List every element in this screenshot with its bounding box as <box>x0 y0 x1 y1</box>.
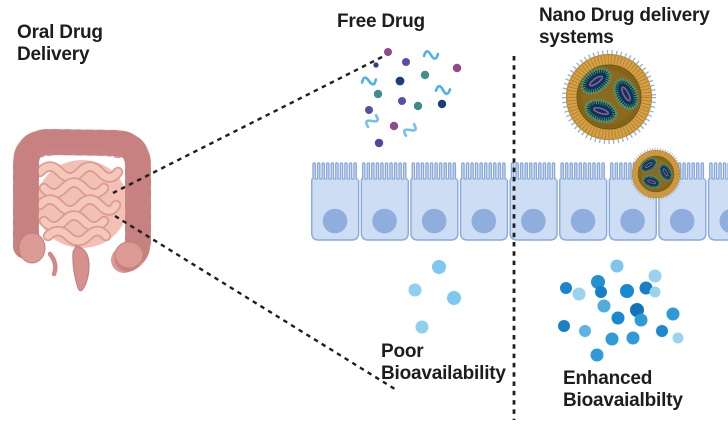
nanoparticle-large <box>566 54 653 141</box>
drug-dot <box>672 332 684 344</box>
drug-dot <box>626 331 640 345</box>
drug-dot <box>373 89 383 99</box>
intestine-illustration <box>13 129 151 292</box>
callout-dashed-line-lower <box>114 214 399 393</box>
drug-dot <box>648 269 662 283</box>
drug-dot <box>402 58 410 66</box>
callout-dashed-line-upper <box>112 54 385 195</box>
sigmoid-pouch <box>114 241 144 269</box>
drug-dot <box>374 138 384 148</box>
drug-dot <box>413 101 423 111</box>
drug-dot <box>558 320 570 332</box>
drug-dot <box>560 282 572 294</box>
drug-dot <box>639 281 653 295</box>
free-drug-dots <box>365 48 462 148</box>
drug-squiggle <box>422 50 440 60</box>
label-nano-drug-delivery-systems: Nano Drug delivery systems <box>539 5 710 48</box>
drug-dot <box>432 260 446 274</box>
drug-dot <box>634 313 648 327</box>
drug-dot <box>666 307 680 321</box>
cecum <box>18 232 46 264</box>
poor-bioavailability-dots <box>408 260 461 334</box>
drug-dot <box>437 99 447 109</box>
drug-dot <box>649 286 661 298</box>
drug-squiggle <box>434 84 452 96</box>
drug-squiggle <box>365 113 379 129</box>
free-drug-squiggles <box>360 50 452 138</box>
drug-dot <box>398 97 406 105</box>
appendix <box>47 251 58 277</box>
rectum <box>72 245 90 292</box>
drug-dot <box>395 76 405 86</box>
drug-dot <box>452 63 462 73</box>
small-intestine-coils <box>34 161 124 247</box>
drug-dot <box>408 283 422 297</box>
label-free-drug: Free Drug <box>337 11 425 32</box>
drug-squiggle <box>360 76 378 86</box>
drug-dot <box>572 287 586 301</box>
drug-dot <box>656 325 668 337</box>
drug-dot <box>373 62 379 68</box>
drug-squiggle <box>403 122 417 138</box>
label-poor-bioavailability: Poor Bioavailability <box>381 341 506 384</box>
drug-dot <box>610 259 624 273</box>
drug-dot <box>590 348 604 362</box>
drug-dot <box>365 106 373 114</box>
drug-dot <box>579 325 591 337</box>
drug-dot <box>447 291 461 305</box>
drug-dot <box>595 286 607 298</box>
enhanced-bioavailability-dots <box>558 259 684 362</box>
label-enhanced-bioavailability: Enhanced Bioavaialbilty <box>563 368 683 411</box>
drug-dot <box>620 284 634 298</box>
drug-dot <box>591 275 605 289</box>
label-oral-drug-delivery: Oral Drug Delivery <box>17 22 103 65</box>
drug-dot <box>415 320 429 334</box>
drug-dot <box>630 303 644 317</box>
drug-dot <box>597 299 611 313</box>
drug-dot <box>389 121 399 131</box>
drug-dot <box>420 70 430 80</box>
nanoparticle-small <box>632 150 681 199</box>
drug-dot <box>605 332 619 346</box>
drug-dot <box>384 48 392 56</box>
drug-dot <box>611 311 625 325</box>
